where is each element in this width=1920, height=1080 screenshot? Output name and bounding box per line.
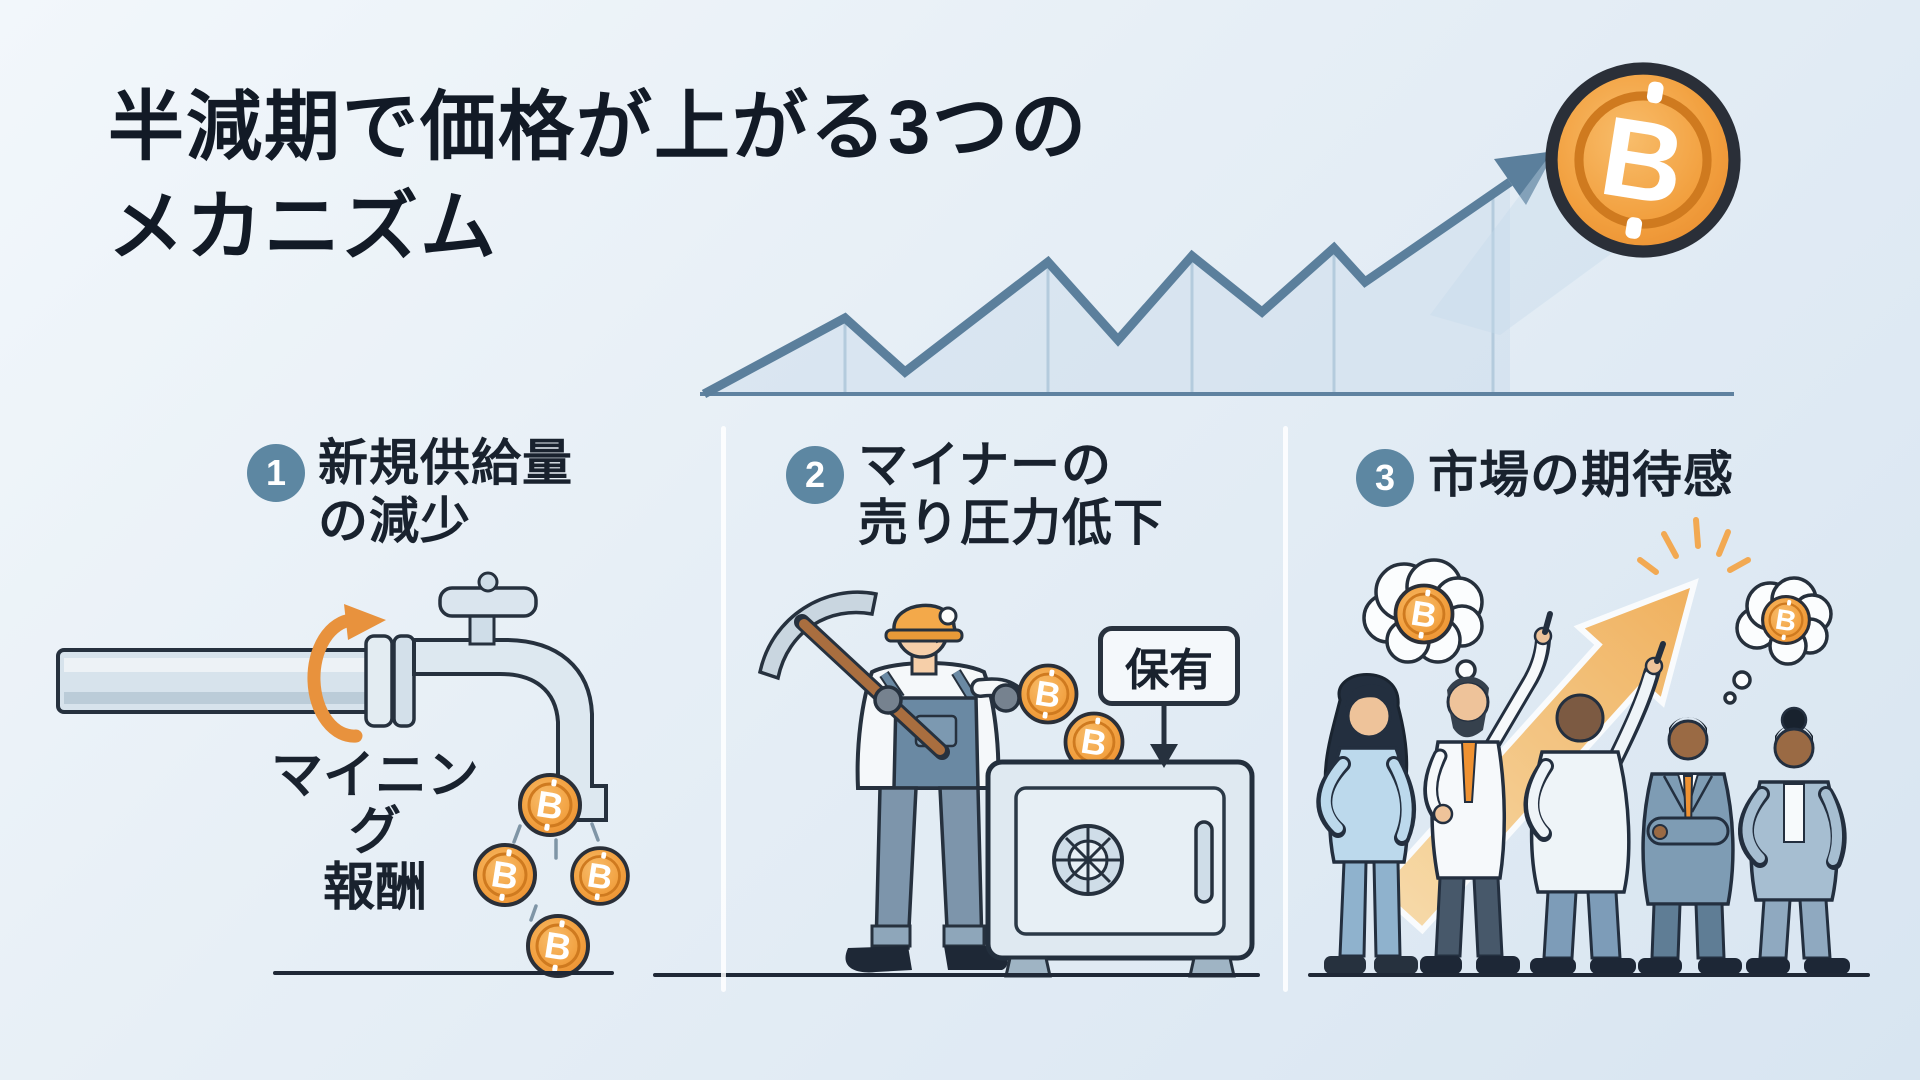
- price-arrowhead-icon: [1494, 151, 1555, 205]
- mining-reward-caption: マイニング 報酬: [250, 747, 500, 918]
- section-1-heading-line-2: の減少: [318, 493, 471, 549]
- section-1-heading: 新規供給量 の減少: [318, 434, 573, 550]
- pickaxe-blade: [757, 590, 879, 681]
- section-2-number-badge: 2: [786, 446, 844, 504]
- pipe-highlight: [64, 658, 384, 672]
- title-line-1: 半減期で価格が上がる3つの: [108, 85, 1089, 170]
- headlamp-icon: [938, 606, 958, 626]
- miner-glove: [991, 683, 1021, 713]
- bitcoin-coin-large: [1552, 69, 1735, 252]
- price-chart: [700, 151, 1734, 398]
- section-1-heading-line-1: 新規供給量: [318, 435, 573, 491]
- faucet-knob: [477, 571, 499, 593]
- price-line: [701, 178, 1513, 398]
- hold-tag: 保有: [1098, 626, 1240, 706]
- pipe-shade: [64, 692, 384, 704]
- section-2-heading-line-2: 売り圧力低下: [858, 495, 1164, 551]
- person-suit-man: [1638, 717, 1742, 974]
- mining-reward-line-2: 報酬: [322, 859, 427, 918]
- pipe-coupling: [364, 634, 394, 728]
- section-3-heading: 市場の期待感: [1428, 446, 1734, 504]
- overall-strap: [953, 670, 975, 700]
- coin-in-hand: [1017, 663, 1079, 725]
- falling-bitcoin-coins: [473, 773, 630, 978]
- thought-bubble-left: [1362, 558, 1487, 697]
- section-2-heading: マイナーの 売り圧力低下: [858, 436, 1164, 552]
- safe-handle: [1194, 820, 1214, 904]
- safe-dial-spokes: [1056, 828, 1120, 892]
- section-2-heading-line-1: マイナーの: [858, 437, 1112, 493]
- pant-cuff: [942, 924, 986, 948]
- miner-glove: [873, 685, 903, 715]
- column-divider-1: [721, 426, 726, 992]
- section-1-number-badge: 1: [247, 444, 305, 502]
- miner-shoe: [845, 946, 912, 973]
- person-bearded-man: [1420, 611, 1553, 974]
- mining-reward-line-1: マイニング: [270, 747, 479, 862]
- section-3-number-badge: 3: [1356, 449, 1414, 507]
- safe: [985, 759, 1255, 978]
- miner-leg: [938, 786, 984, 950]
- pipe-coupling-2: [392, 634, 416, 728]
- section-3-heading-line-1: 市場の期待感: [1428, 447, 1734, 503]
- person-back-view-man: [1523, 641, 1666, 974]
- down-arrowhead-icon: [1150, 744, 1178, 768]
- miner-leg: [874, 786, 918, 950]
- page-title: 半減期で価格が上がる3つの メカニズム: [108, 78, 1088, 279]
- motion-dashes: [512, 822, 600, 922]
- helmet-brim: [884, 628, 964, 643]
- person-woman-right: [1738, 706, 1850, 974]
- chart-gridlines: [843, 194, 1495, 392]
- chart-area-fill: [704, 182, 1510, 394]
- sparkle-rays-icon: [1637, 517, 1751, 575]
- person-woman-left: [1316, 673, 1418, 974]
- miner-illustration: [757, 590, 1079, 973]
- rotation-arrowhead: [344, 604, 386, 640]
- rotation-arrow-icon: [307, 613, 363, 743]
- column-divider-2: [1283, 426, 1288, 992]
- faucet-illustration: [56, 571, 630, 978]
- pant-cuff: [870, 924, 912, 948]
- pickaxe-handle: [799, 619, 945, 755]
- crowd: [1316, 611, 1850, 974]
- hold-arrow: [1150, 702, 1178, 768]
- title-line-2: メカニズム: [108, 185, 498, 271]
- thought-bubble-right: [1723, 576, 1833, 705]
